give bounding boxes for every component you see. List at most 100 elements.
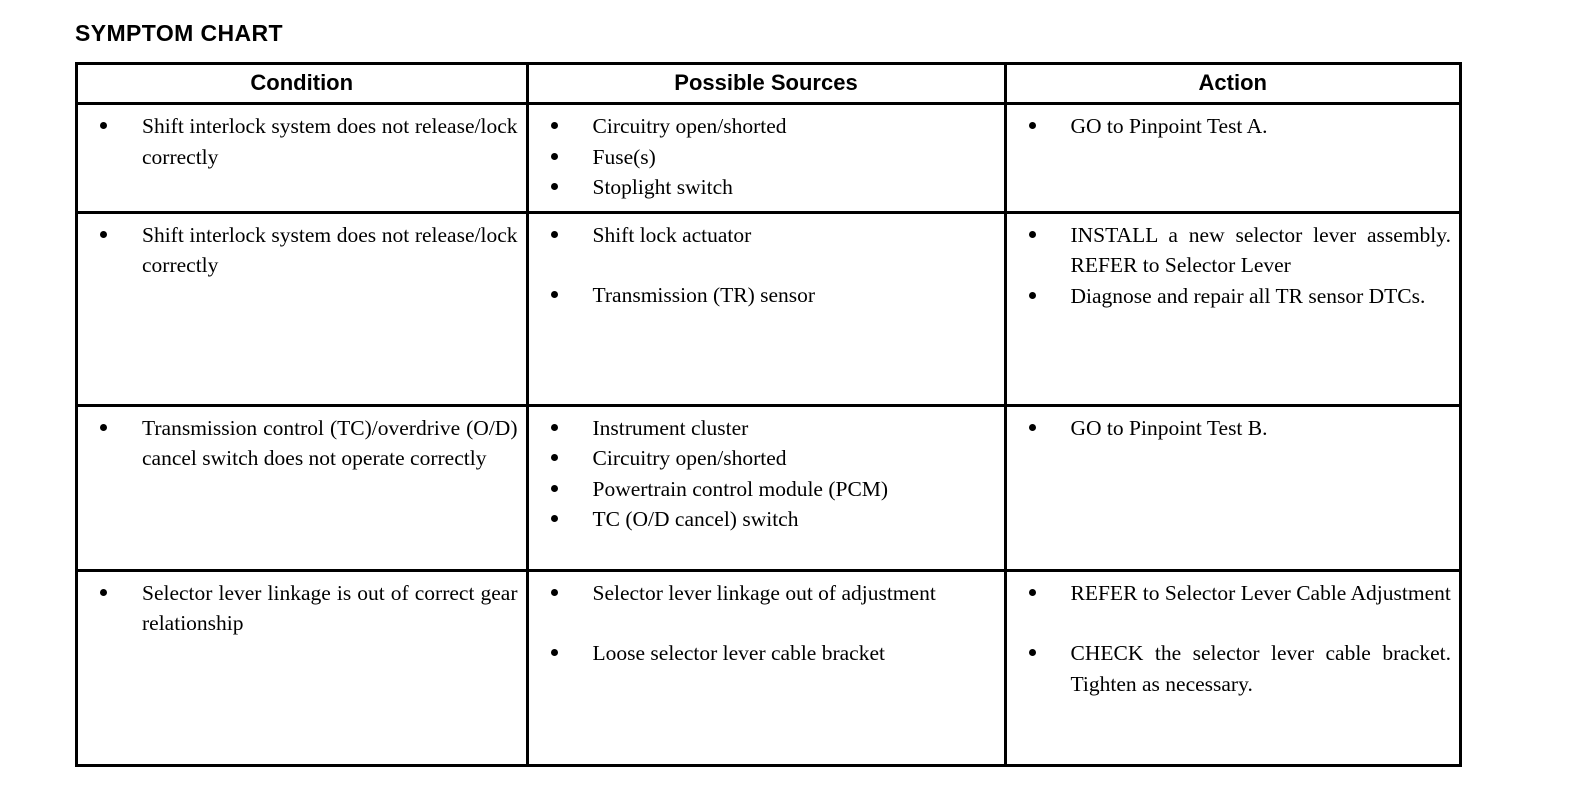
bullet-list: Shift interlock system does not release/… xyxy=(86,111,518,172)
list-item-text: TC (O/D cancel) switch xyxy=(592,507,799,532)
list-item: CHECK the selector lever cable bracket. … xyxy=(1015,638,1452,699)
table-body: Shift interlock system does not release/… xyxy=(78,103,1459,764)
bullet-icon xyxy=(1028,588,1036,596)
cell-possible-sources: Circuitry open/shorted Fuse(s) Stoplight… xyxy=(525,103,1005,213)
bullet-icon xyxy=(550,484,558,492)
list-item: Powertrain control module (PCM) xyxy=(537,474,996,505)
list-item-text: REFER to Selector Lever Cable Adjustment xyxy=(1070,580,1451,605)
cell-condition: Transmission control (TC)/overdrive (O/D… xyxy=(78,403,527,571)
list-item: Transmission control (TC)/overdrive (O/D… xyxy=(86,413,518,474)
table-row: Transmission control (TC)/overdrive (O/D… xyxy=(78,403,1459,571)
list-item: Stoplight switch xyxy=(537,172,996,203)
list-item: GO to Pinpoint Test B. xyxy=(1015,413,1452,444)
bullet-icon xyxy=(1028,122,1036,130)
cell-possible-sources: Instrument cluster Circuitry open/shorte… xyxy=(525,403,1005,571)
column-header-possible-sources: Possible Sources xyxy=(525,65,1005,105)
table-row: Shift interlock system does not release/… xyxy=(78,210,1459,406)
list-item-text: Shift lock actuator xyxy=(592,222,752,247)
list-item: Transmission (TR) sensor xyxy=(537,280,996,311)
cell-possible-sources: Selector lever linkage out of adjustment… xyxy=(525,568,1005,764)
bullet-icon xyxy=(550,649,558,657)
list-item-text: Instrument cluster xyxy=(592,415,749,440)
bullet-icon xyxy=(1028,291,1036,299)
column-header-condition: Condition xyxy=(78,65,527,105)
table-row: Selector lever linkage is out of correct… xyxy=(78,568,1459,764)
list-item-text: GO to Pinpoint Test A. xyxy=(1070,114,1268,138)
list-item-text: Stoplight switch xyxy=(592,175,733,200)
bullet-list: Selector lever linkage out of adjustment… xyxy=(537,578,996,669)
symptom-chart-table-container: Condition Possible Sources Action Shift … xyxy=(75,62,1462,767)
list-item: GO to Pinpoint Test A. xyxy=(1015,111,1452,142)
bullet-list: Selector lever linkage is out of correct… xyxy=(86,578,518,639)
bullet-icon xyxy=(550,588,558,596)
bullet-icon xyxy=(100,122,107,130)
table-header-row: Condition Possible Sources Action xyxy=(78,65,1459,105)
bullet-icon xyxy=(550,122,558,130)
cell-condition: Shift interlock system does not release/… xyxy=(78,103,527,213)
list-item-text: Selector lever linkage is out of correct… xyxy=(142,580,518,636)
list-item-text: Circuitry open/shorted xyxy=(592,446,787,471)
bullet-list: Transmission control (TC)/overdrive (O/D… xyxy=(86,413,518,474)
symptom-chart-table: Condition Possible Sources Action Shift … xyxy=(78,65,1459,764)
cell-action: INSTALL a new selector lever assembly. R… xyxy=(1003,210,1459,406)
bullet-icon xyxy=(100,230,107,238)
list-item-text: Fuse(s) xyxy=(592,144,656,169)
bullet-icon xyxy=(550,454,558,462)
list-item-text: INSTALL a new selector lever assembly. R… xyxy=(1070,222,1452,278)
list-item: Shift interlock system does not release/… xyxy=(86,220,518,281)
list-item: INSTALL a new selector lever assembly. R… xyxy=(1015,220,1452,281)
bullet-list: INSTALL a new selector lever assembly. R… xyxy=(1015,220,1452,312)
list-item: Loose selector lever cable bracket xyxy=(537,638,996,669)
bullet-list: Instrument cluster Circuitry open/shorte… xyxy=(537,413,996,535)
list-item-text: Powertrain control module (PCM) xyxy=(592,476,889,501)
bullet-list: GO to Pinpoint Test B. xyxy=(1015,413,1452,444)
cell-condition: Shift interlock system does not release/… xyxy=(78,210,527,406)
bullet-list: Circuitry open/shorted Fuse(s) Stoplight… xyxy=(537,111,996,203)
list-item-text: Shift interlock system does not release/… xyxy=(142,222,518,278)
bullet-list: Shift lock actuator Transmission (TR) se… xyxy=(537,220,996,311)
cell-action: REFER to Selector Lever Cable Adjustment… xyxy=(1003,568,1459,764)
list-item: Selector lever linkage is out of correct… xyxy=(86,578,518,639)
list-item-text: CHECK the selector lever cable bracket. … xyxy=(1070,641,1452,696)
list-item: Circuitry open/shorted xyxy=(537,111,996,142)
list-item: REFER to Selector Lever Cable Adjustment xyxy=(1015,578,1452,609)
list-item-text: GO to Pinpoint Test B. xyxy=(1070,415,1268,440)
bullet-list: GO to Pinpoint Test A. xyxy=(1015,111,1452,142)
list-item-text: Transmission control (TC)/overdrive (O/D… xyxy=(142,415,518,471)
cell-possible-sources: Shift lock actuator Transmission (TR) se… xyxy=(525,210,1005,406)
list-item-text: Diagnose and repair all TR sensor DTCs. xyxy=(1070,283,1426,308)
list-item: Diagnose and repair all TR sensor DTCs. xyxy=(1015,281,1452,312)
list-item: Shift interlock system does not release/… xyxy=(86,111,518,172)
bullet-icon xyxy=(550,152,558,160)
bullet-icon xyxy=(550,423,558,431)
list-item-text: Loose selector lever cable bracket xyxy=(592,641,885,666)
bullet-list: REFER to Selector Lever Cable Adjustment… xyxy=(1015,578,1452,700)
bullet-icon xyxy=(550,183,558,191)
list-item-text: Circuitry open/shorted xyxy=(592,114,787,138)
bullet-icon xyxy=(1028,230,1036,238)
cell-condition: Selector lever linkage is out of correct… xyxy=(78,568,527,764)
column-header-action: Action xyxy=(1003,65,1459,105)
bullet-icon xyxy=(100,588,107,596)
list-item-text: Shift interlock system does not release/… xyxy=(142,114,518,169)
bullet-icon xyxy=(1028,649,1036,657)
list-item: TC (O/D cancel) switch xyxy=(537,504,996,535)
bullet-list: Shift interlock system does not release/… xyxy=(86,220,518,281)
list-item-text: Transmission (TR) sensor xyxy=(592,283,816,308)
bullet-icon xyxy=(550,515,558,523)
cell-action: GO to Pinpoint Test B. xyxy=(1003,403,1459,571)
bullet-icon xyxy=(100,423,107,431)
list-item: Circuitry open/shorted xyxy=(537,443,996,474)
bullet-icon xyxy=(550,291,558,299)
cell-action: GO to Pinpoint Test A. xyxy=(1003,103,1459,213)
page-title: SYMPTOM CHART xyxy=(75,20,283,46)
bullet-icon xyxy=(1028,423,1036,431)
list-item-text: Selector lever linkage out of adjustment xyxy=(592,580,936,605)
list-item: Selector lever linkage out of adjustment xyxy=(537,578,996,609)
list-item: Fuse(s) xyxy=(537,142,996,173)
table-row: Shift interlock system does not release/… xyxy=(78,103,1459,213)
table-header: Condition Possible Sources Action xyxy=(78,65,1459,105)
list-item: Instrument cluster xyxy=(537,413,996,444)
list-item: Shift lock actuator xyxy=(537,220,996,251)
